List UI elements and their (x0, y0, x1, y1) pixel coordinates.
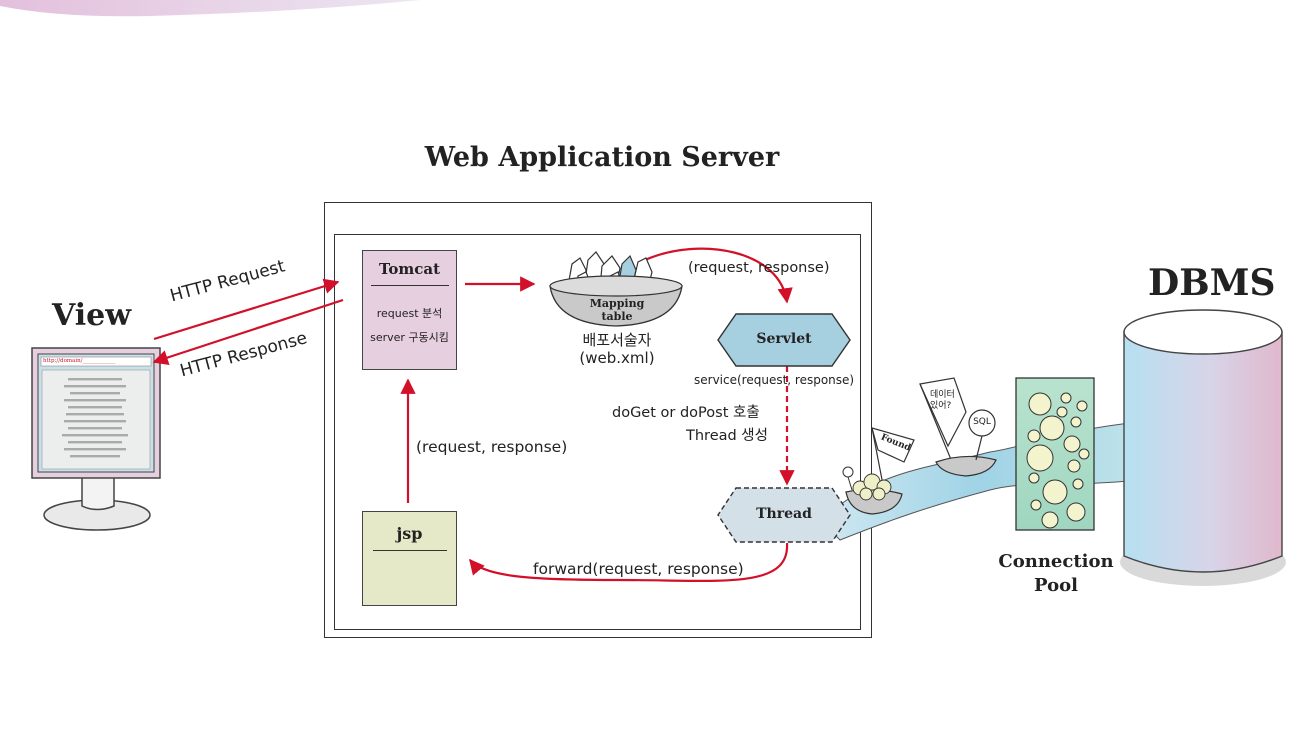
thread-label: Thread (756, 506, 812, 522)
thread-to-jsp-arrow (469, 542, 789, 582)
servlet-hexagon (717, 313, 851, 367)
thread-hexagon (717, 487, 851, 543)
web-application-server-box (324, 202, 872, 638)
connection-pool-label-2: Pool (1034, 575, 1078, 596)
tomcat-divider (371, 285, 449, 286)
monitor-icon (31, 347, 161, 531)
doget-dopost-label: doGet or doPost 호출 (612, 405, 760, 421)
mapping-table-label-2: table (601, 310, 633, 323)
forward-label: forward(request, response) (533, 560, 744, 578)
http-request-arrow (153, 278, 340, 341)
jsp-box: jsp (362, 511, 457, 606)
dbms-label: DBMS (1148, 262, 1276, 304)
request-response-top-label: (request, response) (688, 260, 830, 276)
connection-pool-label-1: Connection (998, 551, 1114, 572)
mapping-table-icon (549, 251, 683, 327)
servlet-label: Servlet (756, 331, 812, 347)
browser-url: http://domain/____________ (43, 358, 116, 364)
data-question-label: 데이터 있어? (930, 390, 955, 411)
tomcat-line-2: server 구동시킴 (370, 331, 449, 344)
diagram-title: Web Application Server (424, 142, 780, 173)
tomcat-box: Tomcat request 분석 server 구동시킴 (362, 250, 457, 370)
tomcat-title: Tomcat (378, 260, 441, 278)
web-xml-label: (web.xml) (579, 349, 655, 367)
service-label: service(request, response) (694, 373, 855, 387)
top-decoration (0, 0, 420, 17)
http-response-arrow (152, 298, 344, 365)
tomcat-line-1: request 분석 (376, 307, 443, 320)
web-container-box (334, 234, 861, 630)
jsp-divider (373, 550, 447, 551)
thread-create-label: Thread 생성 (686, 428, 768, 444)
mapping-to-servlet-arrow (644, 247, 793, 304)
request-response-left-label: (request, response) (416, 438, 568, 456)
sql-label: SQL (973, 417, 991, 427)
deployment-descriptor-label: 배포서술자 (582, 331, 652, 349)
jsp-title: jsp (396, 524, 423, 543)
mapping-table-label-1: Mapping (589, 297, 645, 310)
view-label: View (52, 298, 132, 333)
